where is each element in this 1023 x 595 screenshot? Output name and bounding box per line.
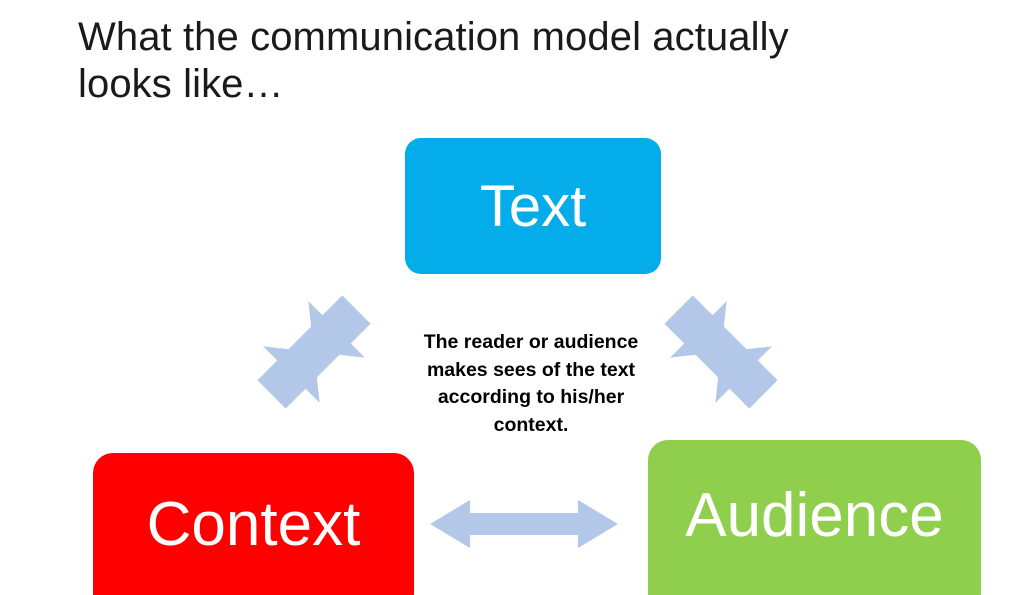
arrow-context-to-audience — [430, 500, 618, 548]
diagram-center-caption: The reader or audience makes sees of the… — [423, 331, 639, 437]
node-context[interactable]: Context — [93, 453, 414, 595]
arrow-context-to-text — [257, 295, 371, 409]
arrow-text-to-audience — [664, 295, 778, 409]
node-text-label: Text — [479, 173, 587, 239]
node-audience-label: Audience — [685, 481, 944, 550]
node-audience[interactable]: Audience — [648, 440, 981, 595]
node-context-label: Context — [146, 489, 361, 559]
page-title: What the communication model actually lo… — [78, 15, 789, 107]
node-text[interactable]: Text — [405, 138, 661, 274]
